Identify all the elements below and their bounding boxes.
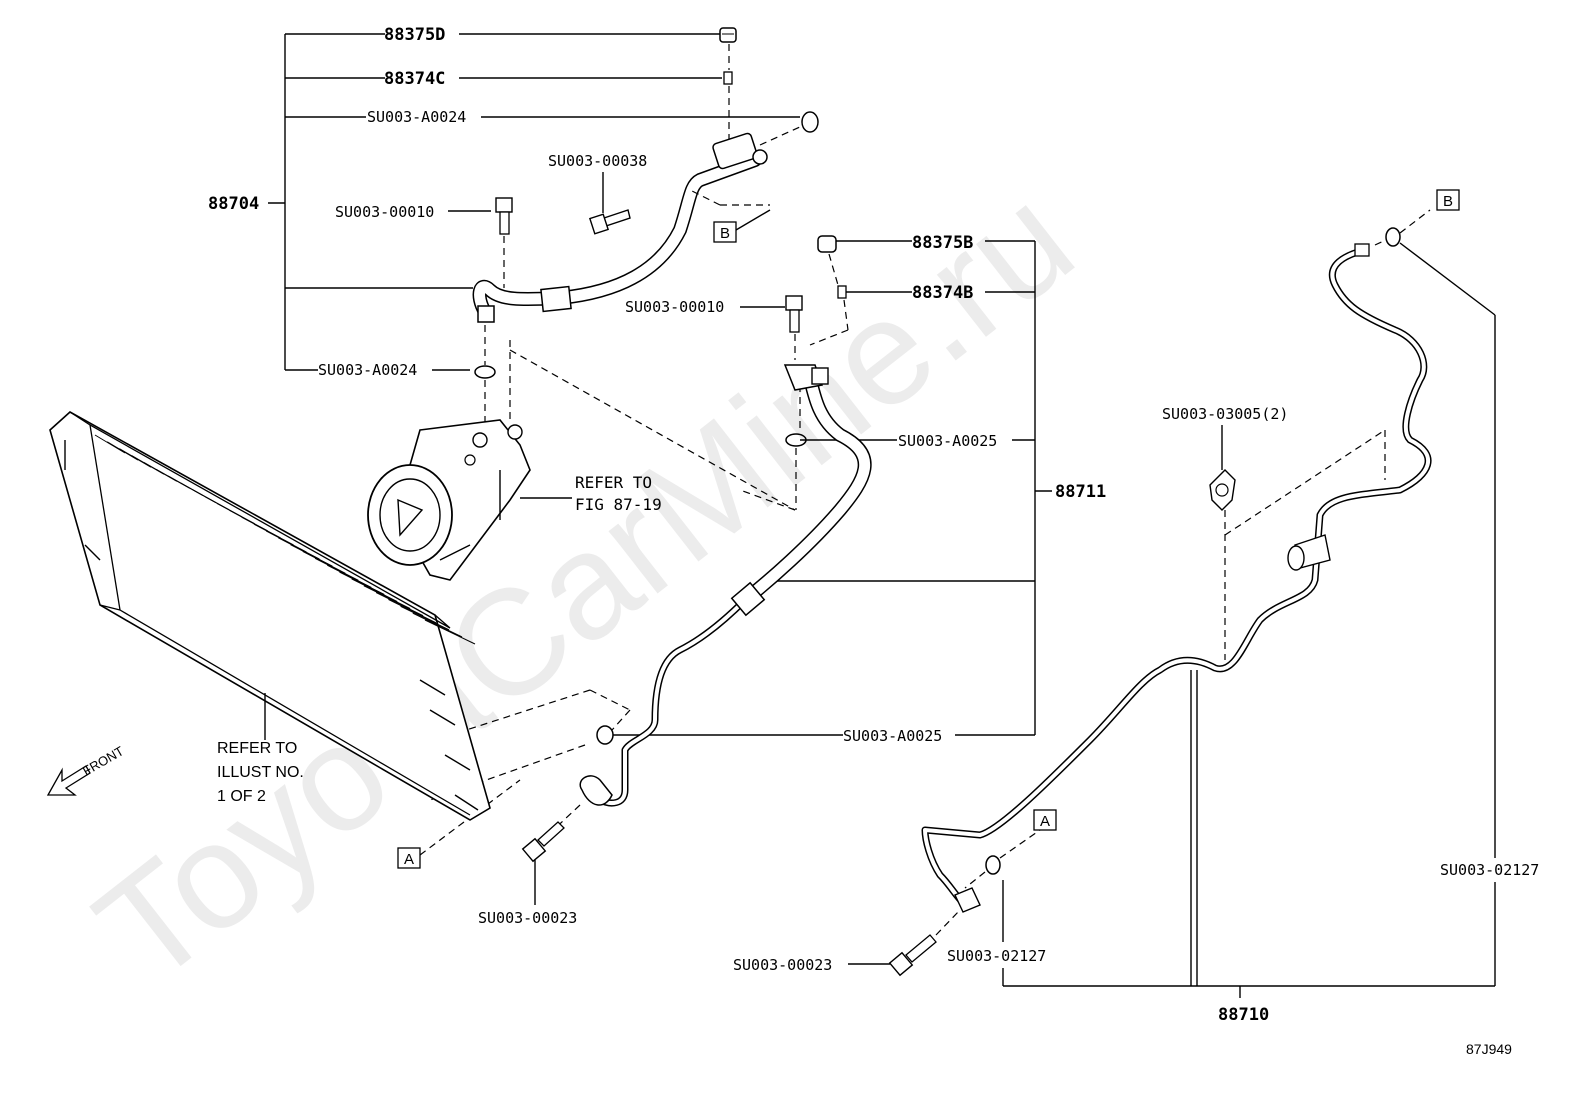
oring-02127-mid <box>985 855 1001 875</box>
condenser-fin-line <box>375 592 424 617</box>
part-su003-00010-mid-label: SU003-00010 <box>625 298 724 316</box>
part-su003-00023-left-label: SU003-00023 <box>478 909 577 927</box>
oring-a0025-bottom <box>596 725 614 745</box>
connector-a-box-left <box>397 847 421 869</box>
connector-b-label-upper: B <box>720 225 730 242</box>
discharge-hose-88704 <box>472 132 768 323</box>
oring-a0024-bottom <box>474 365 496 379</box>
condenser-ref-line2: ILLUST NO. <box>217 764 304 781</box>
condenser-fin-line <box>339 571 385 595</box>
compressor-ref-line2: FIG 87-19 <box>575 495 662 514</box>
clamp-03005 <box>1209 469 1236 511</box>
condenser-fin-line <box>388 598 437 624</box>
part-su003-02127-right-label: SU003-02127 <box>1440 861 1539 879</box>
part-88711-label: 88711 <box>1055 482 1106 502</box>
bolt-00010-left <box>495 197 513 235</box>
connector-b-label-right: B <box>1443 193 1453 210</box>
connector-a-label-right: A <box>1040 813 1050 830</box>
condenser-ref-line3: 1 OF 2 <box>217 788 266 805</box>
compressor <box>367 419 531 581</box>
oring-a0025-top <box>785 433 807 447</box>
part-88710-label: 88710 <box>1218 1005 1269 1025</box>
valve-88374C <box>723 71 733 85</box>
condenser <box>49 411 491 821</box>
connector-b-box-right <box>1436 189 1460 211</box>
condenser-fin-line <box>326 564 372 588</box>
part-su003-03005-label: SU003-03005(2) <box>1162 405 1288 423</box>
part-su003-a0024-bottom-label: SU003-A0024 <box>318 361 417 379</box>
part-su003-a0025-top-label: SU003-A0025 <box>898 432 997 450</box>
bolt-00038 <box>588 209 631 235</box>
oring-a0024-top <box>801 111 819 133</box>
part-su003-00038-label: SU003-00038 <box>548 152 647 170</box>
part-su003-a0024-top-label: SU003-A0024 <box>367 108 466 126</box>
bracket-88711 <box>613 240 1052 736</box>
part-88374C-label: 88374C <box>384 69 445 89</box>
part-su003-00010-left-label: SU003-00010 <box>335 203 434 221</box>
condenser-fin-line <box>424 619 476 645</box>
condenser-fin-line <box>363 585 411 610</box>
connector-a-label-left: A <box>404 851 414 868</box>
part-su003-02127-mid-label: SU003-02127 <box>947 947 1046 965</box>
condenser-fin-line <box>400 605 450 631</box>
bracket-88704 <box>268 33 800 371</box>
connector-b-box-upper <box>713 221 737 243</box>
condenser-ref-line1: REFER TO <box>217 740 297 757</box>
condenser-fin-line <box>314 557 359 581</box>
part-88704-label: 88704 <box>208 194 259 214</box>
suction-hose-88711 <box>579 364 872 807</box>
bolt-00023-left <box>521 821 565 863</box>
part-88375B-label: 88375B <box>912 233 973 253</box>
figure-code: 87J949 <box>1466 1041 1512 1057</box>
oring-02127-top <box>1385 227 1401 247</box>
bolt-00010-mid <box>785 295 803 333</box>
condenser-fin-line <box>412 612 463 638</box>
condenser-fin-line <box>351 578 398 603</box>
compressor-ref-line1: REFER TO <box>575 473 652 492</box>
liquid-pipe-88710 <box>921 243 1432 913</box>
bolt-00023-right <box>888 934 937 977</box>
part-su003-a0025-bottom-label: SU003-A0025 <box>843 727 942 745</box>
front-arrow-icon <box>46 765 91 796</box>
part-su003-00023-right-label: SU003-00023 <box>733 956 832 974</box>
part-88375D-label: 88375D <box>384 25 445 45</box>
cap-88375B <box>817 235 837 253</box>
connector-a-box-right <box>1033 809 1057 831</box>
cap-88375D <box>719 27 737 43</box>
part-88374B-label: 88374B <box>912 283 973 303</box>
front-label: FRONT <box>80 743 126 778</box>
valve-88374B <box>837 285 847 299</box>
condenser-fins <box>94 434 476 645</box>
